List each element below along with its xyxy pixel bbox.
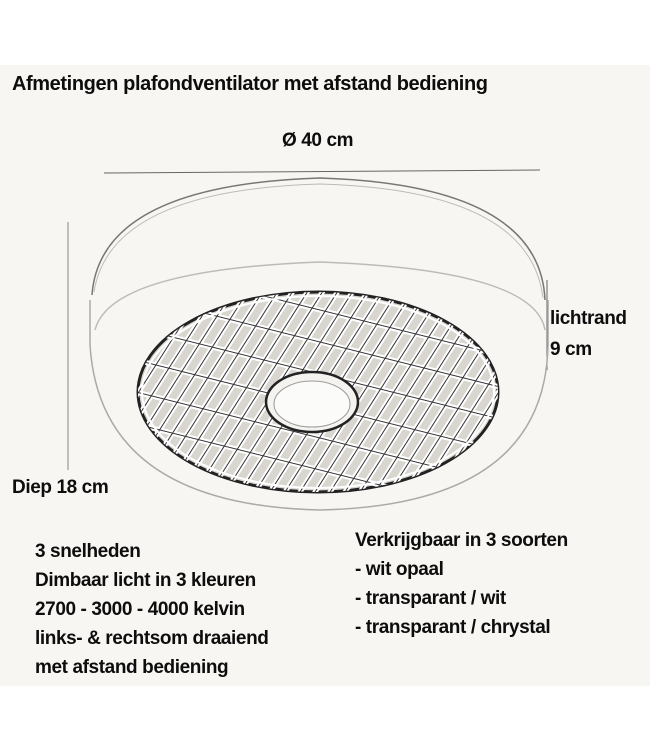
grill-bar: [0, 280, 60, 500]
feature-item: Dimbaar licht in 3 kleuren: [35, 570, 256, 591]
grill-bar: [0, 280, 15, 500]
variants-heading: Verkrijgbaar in 3 soorten: [355, 530, 568, 551]
feature-item: 3 snelheden: [35, 541, 141, 562]
grill-bar: [138, 292, 153, 492]
light-rim-label: lichtrand: [550, 308, 627, 329]
grill-bar: [0, 280, 45, 500]
grill-bar: [0, 280, 120, 500]
grill-bar: [294, 292, 436, 492]
grill-bar: [0, 280, 75, 500]
light-rim-value: 9 cm: [550, 339, 592, 360]
grill-bar: [138, 292, 226, 492]
grill-bar: [0, 280, 30, 500]
grill-bar: [0, 280, 90, 500]
grill-bar: [0, 280, 60, 500]
variant-item: - wit opaal: [355, 559, 444, 580]
grill-ring: [138, 419, 498, 492]
features-list: 3 snelheden Dimbaar licht in 3 kleuren 2…: [35, 537, 269, 682]
grill-bar: [414, 292, 498, 492]
variant-item: - transparant / wit: [355, 588, 506, 609]
variants-list: Verkrijgbaar in 3 soorten - wit opaal - …: [355, 526, 568, 642]
feature-item: 2700 - 3000 - 4000 kelvin: [35, 599, 245, 620]
page-title: Afmetingen plafondventilator met afstand…: [12, 73, 488, 95]
grill-bar: [384, 292, 498, 492]
feature-item: met afstand bediening: [35, 657, 229, 678]
fan-body: [89, 177, 549, 511]
diameter-label: Ø 40 cm: [282, 130, 354, 151]
grill-bar: [0, 280, 90, 500]
grill-bar: [189, 292, 331, 492]
grill-bar: [0, 280, 75, 500]
variant-item: - transparant / chrystal: [355, 617, 551, 638]
grill-ring: [138, 292, 498, 361]
grill-bar: [0, 280, 30, 500]
diameter-line: [103, 169, 541, 174]
grill-bar: [138, 292, 151, 492]
depth-label: Diep 18 cm: [12, 477, 109, 498]
grill-bar: [0, 280, 15, 500]
grill-bar: [0, 280, 120, 500]
grill-bar: [0, 280, 45, 500]
feature-item: links- & rechtsom draaiend: [35, 628, 269, 649]
